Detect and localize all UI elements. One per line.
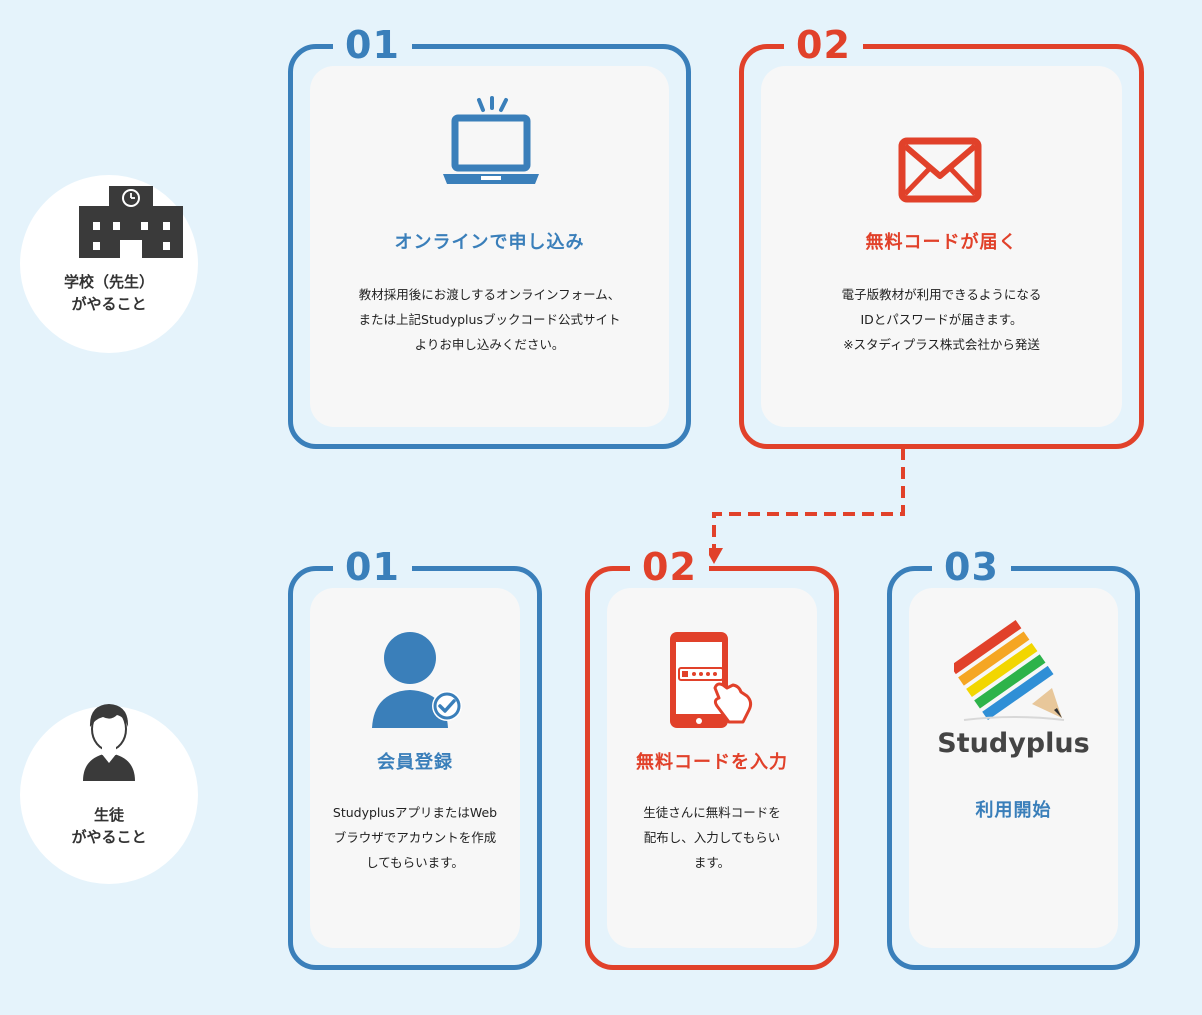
step-card: 無料コードを入力 生徒さんに無料コードを 配布し、入力してもらい ます。 xyxy=(607,588,817,948)
step-description: StudyplusアプリまたはWeb ブラウザでアカウントを作成 してもらいます… xyxy=(332,805,498,870)
step-title: 会員登録 xyxy=(377,752,453,773)
studyplus-logo-text: Studyplus xyxy=(937,728,1090,759)
studyplus-logo-icon xyxy=(953,620,1064,721)
student-role-label: 生徒 がやること xyxy=(71,806,147,846)
school-step-01: 01 オンラインで申し込み 教材採用後にお渡しするオンラインフォーム、 または上… xyxy=(288,23,691,449)
step-description: 電子版教材が利用できるようになる IDとパスワードが届きます。 ※スタディプラス… xyxy=(841,287,1042,352)
step-number: 01 xyxy=(333,23,412,67)
user-check-icon xyxy=(372,632,462,728)
student-role-badge: 生徒 がやること xyxy=(20,704,198,884)
step-description: 生徒さんに無料コードを 配布し、入力してもらい ます。 xyxy=(643,805,781,870)
step-number: 02 xyxy=(630,545,709,589)
step-title: 無料コードを入力 xyxy=(636,752,788,773)
student-step-01: 01 会員登録 StudyplusアプリまたはWeb ブラウザでアカウントを作成… xyxy=(288,545,542,970)
school-building-icon xyxy=(79,186,183,258)
step-card: 会員登録 StudyplusアプリまたはWeb ブラウザでアカウントを作成 して… xyxy=(310,588,520,948)
step-title: 無料コードが届く xyxy=(865,232,1018,253)
school-role-label: 学校（先生） がやること xyxy=(63,273,154,313)
student-step-02: 02 無料コードを入力 生徒さんに無料コードを 配布し、入力してもらい ます。 xyxy=(585,545,839,970)
step-title: オンラインで申し込み xyxy=(394,232,585,253)
envelope-icon xyxy=(898,137,981,203)
step-title: 利用開始 xyxy=(975,800,1052,821)
student-step-03: 03 Studyplus 利用開始 xyxy=(887,545,1140,970)
step-number: 03 xyxy=(932,545,1011,589)
student-avatar-icon xyxy=(83,704,135,781)
step-card: オンラインで申し込み 教材採用後にお渡しするオンラインフォーム、 または上記St… xyxy=(310,66,669,427)
step-card: Studyplus 利用開始 xyxy=(909,588,1118,948)
step-number: 02 xyxy=(784,23,863,67)
laptop-icon xyxy=(442,96,539,184)
school-step-02: 02 無料コードが届く 電子版教材が利用できるようになる IDとパスワードが届き… xyxy=(739,23,1144,449)
school-role-badge: 学校（先生） がやること xyxy=(20,175,198,353)
step-description: 教材採用後にお渡しするオンラインフォーム、 または上記Studyplusブックコ… xyxy=(358,287,621,352)
smartphone-tap-icon xyxy=(670,632,753,728)
step-card: 無料コードが届く 電子版教材が利用できるようになる IDとパスワードが届きます。… xyxy=(761,66,1122,427)
step-number: 01 xyxy=(333,545,412,589)
